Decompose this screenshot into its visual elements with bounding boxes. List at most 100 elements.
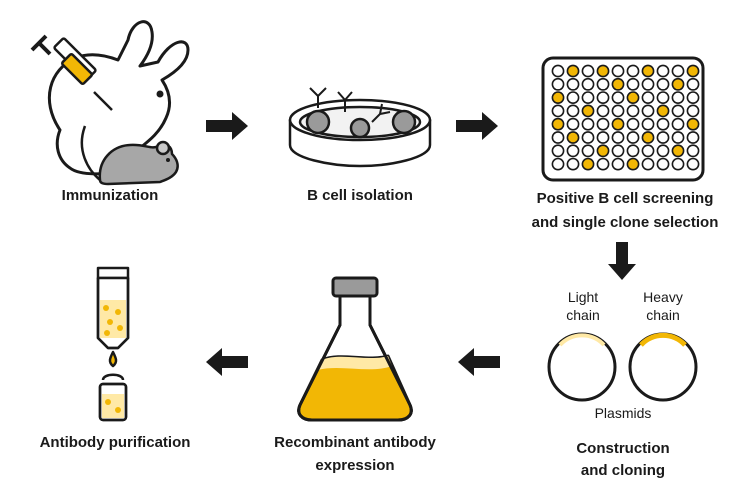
well-positive	[671, 77, 685, 91]
well	[581, 131, 595, 144]
well-positive	[551, 117, 565, 131]
well	[566, 77, 580, 91]
well	[611, 157, 625, 171]
well	[596, 117, 610, 131]
well-positive	[596, 144, 610, 158]
well	[656, 64, 670, 78]
well-positive	[656, 104, 670, 118]
well	[551, 64, 565, 78]
syringe-icon	[30, 34, 113, 111]
well	[671, 91, 685, 104]
arrow-down	[608, 242, 636, 280]
well	[581, 117, 595, 131]
antibody-icon	[309, 87, 391, 123]
well	[551, 157, 565, 171]
well-positive	[581, 104, 595, 118]
well	[566, 104, 580, 118]
well	[611, 91, 625, 104]
well	[686, 131, 700, 144]
well	[626, 104, 640, 118]
label-screening-line1: Positive B cell screening	[536, 190, 714, 207]
petri-dish-icon	[288, 87, 432, 168]
well	[641, 157, 655, 171]
well	[656, 117, 670, 131]
well-plate-icon	[541, 56, 705, 182]
arrow-left-2	[206, 348, 248, 376]
well	[611, 144, 625, 158]
well-positive	[641, 131, 655, 144]
well	[641, 91, 655, 104]
well-positive	[566, 64, 580, 78]
label-screening-line2: and single clone selection	[531, 214, 719, 231]
label-b-cell-isolation: B cell isolation	[307, 187, 413, 204]
well	[641, 77, 655, 91]
flask-icon	[297, 276, 413, 422]
well-positive	[566, 131, 580, 144]
arrow-right-1	[206, 112, 248, 140]
column-icon	[96, 266, 130, 422]
label-expression-line1: Recombinant antibody	[274, 434, 436, 451]
well	[566, 117, 580, 131]
well	[596, 131, 610, 144]
well	[566, 144, 580, 158]
well	[581, 77, 595, 91]
well	[656, 91, 670, 104]
well-positive	[581, 157, 595, 171]
well	[656, 144, 670, 158]
well-positive	[626, 91, 640, 104]
well	[551, 104, 565, 118]
well	[551, 77, 565, 91]
plasmid-heavy-icon	[628, 332, 698, 402]
well-positive	[686, 64, 700, 78]
well	[686, 157, 700, 171]
plate-wells	[551, 64, 700, 171]
well	[656, 157, 670, 171]
well	[566, 157, 580, 171]
well	[551, 131, 565, 144]
well	[656, 77, 670, 91]
well	[641, 104, 655, 118]
plasmid-light-icon	[547, 332, 617, 402]
arrow-right-2	[456, 112, 498, 140]
well	[551, 144, 565, 158]
well-positive	[641, 64, 655, 78]
well	[596, 77, 610, 91]
well	[626, 64, 640, 78]
label-heavy-line2: chain	[646, 307, 680, 323]
label-expression-line2: expression	[315, 457, 395, 474]
well	[626, 144, 640, 158]
label-immunization: Immunization	[61, 187, 159, 204]
well	[686, 144, 700, 158]
well-positive	[686, 117, 700, 131]
well-positive	[626, 157, 640, 171]
well	[641, 117, 655, 131]
well	[641, 144, 655, 158]
well	[686, 104, 700, 118]
well	[671, 64, 685, 78]
well	[581, 64, 595, 78]
well	[596, 91, 610, 104]
well	[566, 91, 580, 104]
well	[671, 104, 685, 118]
well	[581, 91, 595, 104]
well-positive	[671, 144, 685, 158]
well	[686, 77, 700, 91]
well-positive	[611, 77, 625, 91]
label-light-line1: Light	[567, 289, 599, 305]
well	[626, 77, 640, 91]
well	[581, 144, 595, 158]
well	[656, 131, 670, 144]
label-light-line2: chain	[566, 307, 600, 323]
well	[596, 104, 610, 118]
well	[671, 117, 685, 131]
well	[611, 104, 625, 118]
well	[686, 91, 700, 104]
well	[626, 117, 640, 131]
label-heavy-line1: Heavy	[643, 289, 683, 305]
label-construction-line2: and cloning	[580, 462, 666, 479]
well	[611, 64, 625, 78]
well	[626, 131, 640, 144]
well	[671, 131, 685, 144]
